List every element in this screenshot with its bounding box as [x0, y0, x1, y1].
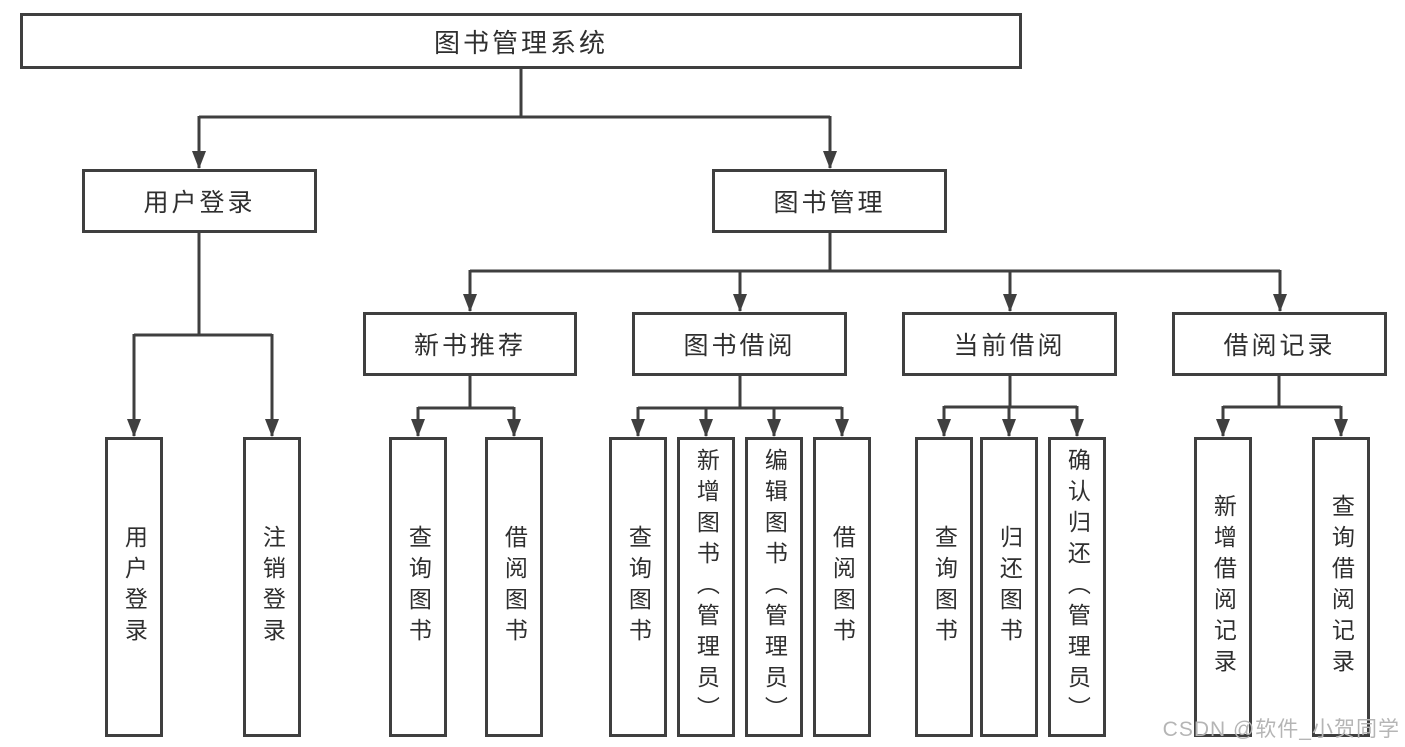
node-book-borrow: 图书借阅 [632, 312, 847, 376]
node-label: 图书管理 [773, 189, 886, 217]
leaf-borrow-books: 借阅图书 [813, 437, 871, 737]
node-book-management: 图书管理 [712, 169, 947, 233]
node-label: 新增借阅记录 [1210, 494, 1237, 680]
node-label: 借阅图书 [829, 525, 856, 649]
node-label: 查询图书 [405, 525, 432, 649]
node-label: 图书管理系统 [433, 27, 608, 58]
leaf-user-login: 用户登录 [105, 437, 163, 737]
node-label: 当前借阅 [953, 332, 1066, 360]
leaf-add-borrow-record: 新增借阅记录 [1194, 437, 1252, 737]
leaf-query-books-borrow: 查询图书 [609, 437, 667, 737]
node-label: 查询图书 [625, 525, 652, 649]
node-label: 借阅记录 [1223, 332, 1336, 360]
node-label: 确认归还（管理员） [1064, 447, 1091, 727]
node-label: 新书推荐 [413, 332, 526, 360]
node-label: 查询借阅记录 [1328, 494, 1355, 680]
node-library-system: 图书管理系统 [20, 13, 1022, 69]
node-label: 编辑图书（管理员） [761, 447, 788, 727]
leaf-add-books-admin: 新增图书（管理员） [677, 437, 735, 737]
node-borrow-records: 借阅记录 [1172, 312, 1387, 376]
leaf-query-books-current: 查询图书 [915, 437, 973, 737]
leaf-return-books: 归还图书 [980, 437, 1038, 737]
node-current-borrow: 当前借阅 [902, 312, 1117, 376]
node-label: 查询图书 [931, 525, 958, 649]
node-label: 借阅图书 [501, 525, 528, 649]
node-label: 用户登录 [143, 189, 256, 217]
node-label: 归还图书 [996, 525, 1023, 649]
node-user-login: 用户登录 [82, 169, 317, 233]
node-label: 图书借阅 [683, 332, 796, 360]
leaf-query-borrow-record: 查询借阅记录 [1312, 437, 1370, 737]
leaf-query-books-recommend: 查询图书 [389, 437, 447, 737]
node-label: 新增图书（管理员） [693, 447, 720, 727]
node-label: 注销登录 [259, 525, 286, 649]
leaf-logout: 注销登录 [243, 437, 301, 737]
leaf-confirm-return-admin: 确认归还（管理员） [1048, 437, 1106, 737]
node-new-book-recommend: 新书推荐 [363, 312, 577, 376]
watermark: CSDN @软件_小贺同学 [1162, 718, 1400, 741]
node-label: 用户登录 [121, 525, 148, 649]
leaf-edit-books-admin: 编辑图书（管理员） [745, 437, 803, 737]
leaf-borrow-books-recommend: 借阅图书 [485, 437, 543, 737]
